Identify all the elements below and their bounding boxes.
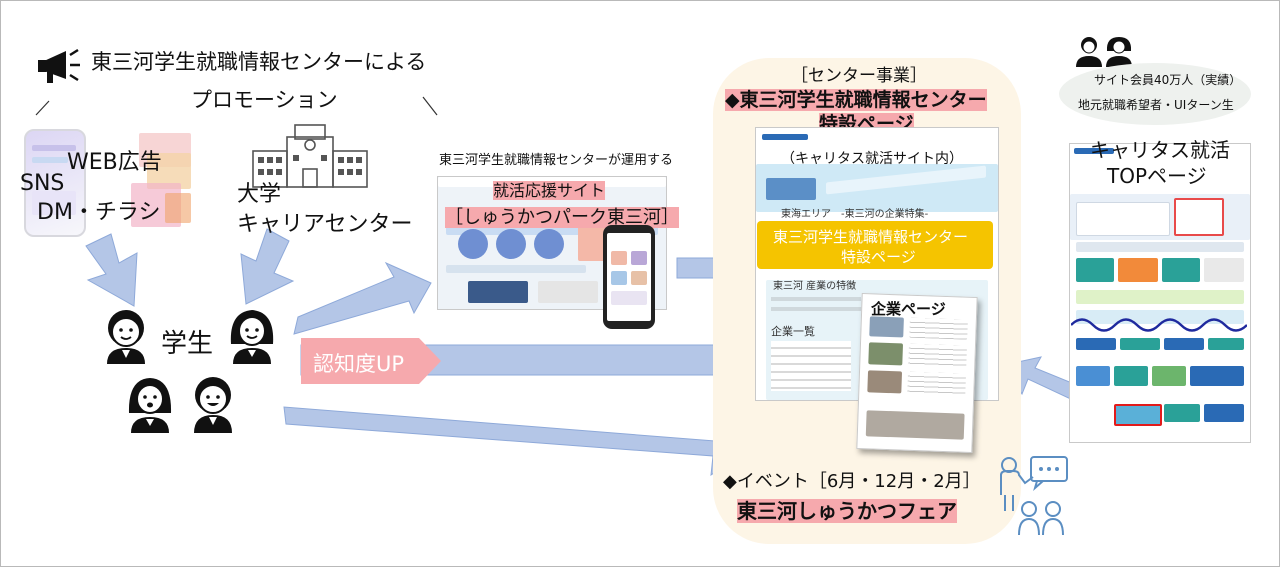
university-label: 大学 [237,182,282,207]
members-bubble [1059,63,1251,125]
arrow-students-to-fair [283,406,746,477]
site-name: 就活応援サイト [493,181,606,200]
awareness-up-arrow [301,338,441,384]
site-caption: 東三河学生就職情報センターが運用する [439,153,674,168]
student-icon-female [230,310,274,364]
caritas-subtitle: TOPページ [1107,164,1207,188]
student-icon-female-2 [128,378,172,433]
banner-title: 東三河学生就職情報センター [773,228,969,246]
fair-title: 東三河しゅうかつフェア [737,499,957,523]
presenter-audience-icon [1000,456,1068,536]
caritas-top-screenshot [1069,143,1251,443]
ad-phone-visual [24,129,86,237]
mock-list-title: 企業一覧 [771,325,815,338]
career-center-label: キャリアセンター [237,212,413,237]
company-page-label: 企業ページ [871,300,946,318]
mock-area-label: 東海エリア -東三河の企業特集- [781,209,929,220]
promo-title: 東三河学生就職情報センターによる [91,50,427,74]
user-icons [1076,37,1132,67]
web-ad-label: WEB広告 [67,150,162,175]
sns-label: SNS [20,171,65,196]
mock-text-line [771,297,861,301]
site-phone-visual [603,225,655,329]
promo-subtitle: プロモーション [191,88,338,112]
target-audience: 地元就職希望者・UIターン生 [1078,98,1234,112]
center-bracket-label: ［センター事業］ [791,66,927,86]
caritas-title: キャリタス就活 [1090,138,1230,162]
awareness-up-label: 認知度UP [313,352,405,376]
arrow-students-to-site [293,261,432,335]
mock-company-list [771,341,851,391]
arrow-univ-to-students [240,228,295,305]
event-schedule: ◆イベント［6月・12月・2月］ [723,471,981,492]
members-count: サイト会員40万人（実績） [1094,73,1242,87]
dm-flyer-label: DM・チラシ [37,200,161,225]
students-label: 学生 [161,329,214,359]
student-icon-male [107,310,145,364]
promo-brace-lines [35,96,438,116]
student-icon-male-2 [194,377,232,433]
ad-flyer-visual [131,133,193,239]
center-title: ◆東三河学生就職情報センター [725,89,987,111]
banner-subtitle: 特設ページ [841,248,916,266]
mock-text-line [771,307,867,311]
arrow-promo-to-students-left [85,233,138,307]
mock-section-label: 東三河 産業の特徴 [773,281,857,292]
special-page-banner [757,221,993,269]
university-building-icon [252,124,368,188]
megaphone-icon [38,48,80,83]
caritas-wave-decoration [1071,318,1247,332]
center-sub: （キャリタス就活サイト内） [781,151,963,167]
site-brand: ［しゅうかつパーク東三河］ [445,207,679,228]
